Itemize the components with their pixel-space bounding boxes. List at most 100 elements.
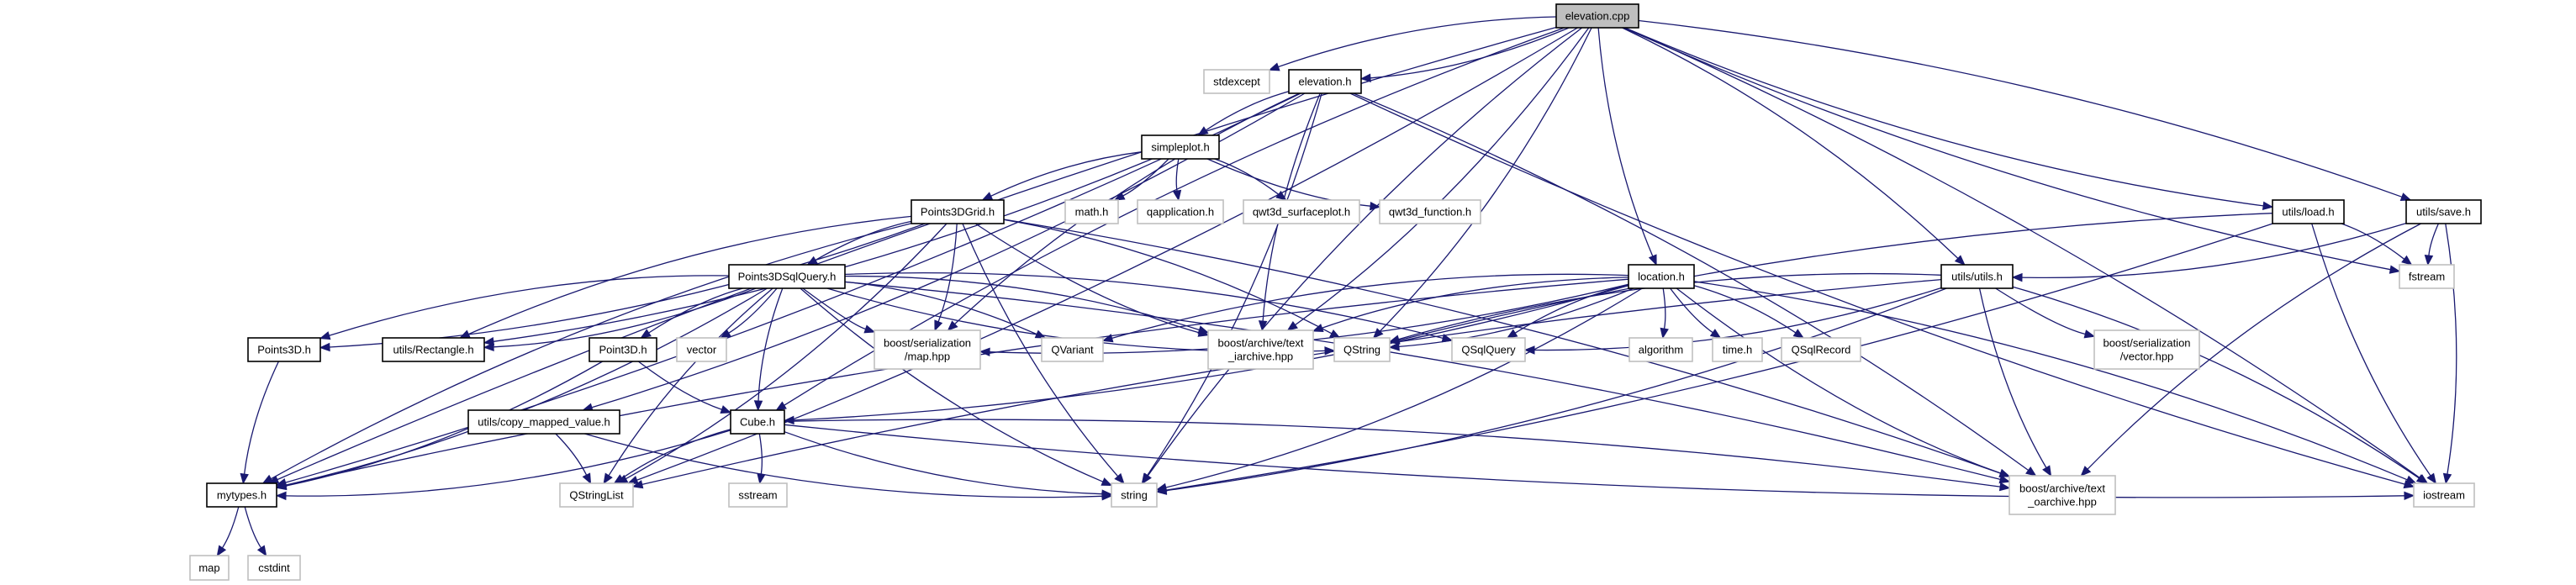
node-utils-load-h[interactable]: utils/load.h xyxy=(2272,199,2345,224)
node-label: boost/serialization xyxy=(884,337,971,350)
edge-utils_load_h-to-fstream xyxy=(2341,223,2405,260)
node-box xyxy=(1712,337,1763,362)
arrowhead-utils_save_h-to-boost_text_oarchive xyxy=(2080,466,2092,477)
edge-points3dsqlquery_h-to-string xyxy=(800,287,1104,482)
node-map[interactable]: map xyxy=(189,555,230,581)
node-algorithm[interactable]: algorithm xyxy=(1628,337,1693,362)
arrowhead-points3dsqlquery_h-to-string xyxy=(1101,477,1113,487)
node-point3d-h[interactable]: Point3D.h xyxy=(589,337,657,362)
node-box xyxy=(2272,199,2345,224)
arrowhead-utils_load_h-to-qstring xyxy=(1388,335,1401,345)
node-qapplication-h[interactable]: qapplication.h xyxy=(1137,199,1224,224)
edge-cube_h-to-sstream xyxy=(758,433,763,475)
node-location-h[interactable]: location.h xyxy=(1628,264,1695,289)
arrowhead-points3dgrid_h-to-string xyxy=(1114,472,1125,484)
node-time-h[interactable]: time.h xyxy=(1712,337,1763,362)
node-label: cstdint xyxy=(258,561,290,574)
node-utils-rectangle-h[interactable]: utils/Rectangle.h xyxy=(382,337,485,362)
node-utils-save-h[interactable]: utils/save.h xyxy=(2405,199,2482,224)
arrowhead-utils_load_h-to-iostream xyxy=(2426,472,2437,485)
arrowhead-utils_utils_h-to-boost_ser_vector xyxy=(2083,329,2096,339)
edge-points3dsqlquery_h-to-boost_ser_map xyxy=(802,287,866,330)
node-qwt3d-function-h[interactable]: qwt3d_function.h xyxy=(1379,199,1481,224)
arrowhead-points3dgrid_h-to-points3d_h xyxy=(319,342,330,352)
edge-location_h-to-qsqlquery xyxy=(1514,283,1629,334)
edge-elevation_h-to-iostream xyxy=(1349,92,2405,485)
node-label: QVariant xyxy=(1051,344,1094,356)
arrowhead-utils_utils_h-to-iostream xyxy=(2415,474,2428,484)
node-boost-text-oarchive[interactable]: boost/archive/text_oarchive.hpp xyxy=(2009,475,2116,515)
arrowhead-cube_h-to-boost_text_oarchive xyxy=(1998,482,2011,492)
node-qwt3d-surfaceplot-h[interactable]: qwt3d_surfaceplot.h xyxy=(1243,199,1360,224)
edge-points3dsqlquery_h-to-qsqlquery xyxy=(844,271,1444,340)
edge-elevation_cpp-to-fstream xyxy=(1623,27,2391,271)
arrowhead-location_h-to-qsqlrecord xyxy=(1792,329,1805,339)
arrowhead-elevation_h-to-boost_text_oarchive xyxy=(2025,466,2037,477)
node-qsqlrecord[interactable]: QSqlRecord xyxy=(1781,337,1861,362)
node-stdexcept[interactable]: stdexcept xyxy=(1203,69,1270,94)
node-string[interactable]: string xyxy=(1111,482,1158,508)
node-box xyxy=(1137,199,1224,224)
node-fstream[interactable]: fstream xyxy=(2399,264,2455,289)
node-mytypes-h[interactable]: mytypes.h xyxy=(206,482,277,508)
arrowhead-elevation_h-to-boost_ser_map xyxy=(947,320,958,331)
node-box xyxy=(1333,337,1391,362)
node-boost-ser-vector[interactable]: boost/serialization/vector.hpp xyxy=(2093,329,2200,370)
node-qsqlquery[interactable]: QSqlQuery xyxy=(1451,337,1526,362)
edge-cube_h-to-mytypes_h xyxy=(285,430,731,497)
node-points3d-h[interactable]: Points3D.h xyxy=(247,337,321,362)
edge-cube_h-to-string xyxy=(784,431,1103,495)
node-box xyxy=(1141,134,1220,160)
arrowhead-elevation_cpp-to-boost_text_iarchive xyxy=(1286,320,1298,331)
arrowhead-location_h-to-algorithm xyxy=(1660,327,1669,340)
edges-layer xyxy=(216,16,2457,557)
node-elevation-h[interactable]: elevation.h xyxy=(1288,69,1362,94)
node-points3dsqlquery-h[interactable]: Points3DSqlQuery.h xyxy=(728,264,846,289)
node-math-h[interactable]: math.h xyxy=(1064,199,1119,224)
node-label: Points3D.h xyxy=(257,344,311,356)
edge-points3dsqlquery_h-to-points3d_h xyxy=(329,275,730,336)
arrowhead-elevation_h-to-boost_text_iarchive xyxy=(1258,320,1268,332)
node-qstringlist[interactable]: QStringList xyxy=(559,482,634,508)
arrowhead-points3dsqlquery_h-to-cube_h xyxy=(753,400,763,412)
node-utils-utils-h[interactable]: utils/utils.h xyxy=(1940,264,2014,289)
edge-location_h-to-qsqlrecord xyxy=(1693,285,1797,334)
node-simpleplot-h[interactable]: simpleplot.h xyxy=(1141,134,1220,160)
node-utils-copy-mapped-value-h[interactable]: utils/copy_mapped_value.h xyxy=(467,409,620,435)
node-box xyxy=(589,337,657,362)
arrowhead-utils_save_h-to-fstream xyxy=(2424,255,2434,266)
node-points3dgrid-h[interactable]: Points3DGrid.h xyxy=(911,199,1005,224)
node-elevation-cpp[interactable]: elevation.cpp xyxy=(1555,3,1639,29)
node-boost-text-iarchive[interactable]: boost/archive/text_iarchive.hpp xyxy=(1207,329,1314,370)
arrowhead-cube_h-to-string xyxy=(1101,489,1113,498)
arrowhead-mytypes_h-to-cstdint xyxy=(256,545,267,557)
node-qvariant[interactable]: QVariant xyxy=(1041,337,1104,362)
edge-cube_h-to-boost_text_oarchive xyxy=(784,419,2001,488)
arrowhead-location_h-to-cube_h xyxy=(783,415,794,425)
node-sstream[interactable]: sstream xyxy=(728,482,788,508)
arrowhead-simpleplot_h-to-qwt3d_surfaceplot_h xyxy=(1275,190,1287,201)
node-box xyxy=(1207,329,1314,370)
node-label: iostream xyxy=(2423,489,2465,502)
node-vector[interactable]: vector xyxy=(676,337,727,362)
node-cstdint[interactable]: cstdint xyxy=(247,555,301,581)
arrowhead-location_h-to-boost_text_oarchive xyxy=(1998,468,2011,477)
arrowhead-location_h-to-mytypes_h xyxy=(275,480,288,490)
node-label: simpleplot.h xyxy=(1151,141,1209,154)
edge-elevation_cpp-to-utils_save_h xyxy=(1638,19,2403,198)
node-label: qwt3d_function.h xyxy=(1389,206,1471,219)
node-label: utils/Rectangle.h xyxy=(393,344,473,356)
node-qstring[interactable]: QString xyxy=(1333,337,1391,362)
arrowhead-location_h-to-boost_text_iarchive xyxy=(1312,324,1324,333)
edge-points3dgrid_h-to-boost_text_oarchive xyxy=(1003,219,2001,474)
edge-simpleplot_h-to-qapplication_h xyxy=(1175,158,1180,192)
edge-utils_utils_h-to-boost_ser_vector xyxy=(1995,287,2086,335)
edge-simpleplot_h-to-utils_rectangle_h xyxy=(493,158,1153,342)
edge-location_h-to-time_h xyxy=(1670,287,1713,334)
edge-points3dgrid_h-to-boost_text_iarchive xyxy=(974,223,1200,334)
node-box xyxy=(1203,69,1270,94)
node-cube-h[interactable]: Cube.h xyxy=(730,409,785,435)
node-iostream[interactable]: iostream xyxy=(2413,482,2475,508)
edge-elevation_cpp-to-utils_load_h xyxy=(1624,27,2264,207)
node-boost-ser-map[interactable]: boost/serialization/map.hpp xyxy=(874,329,981,370)
